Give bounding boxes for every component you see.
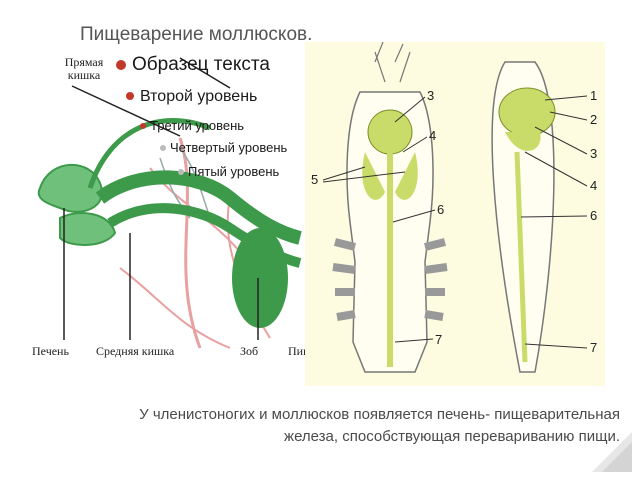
arthropod-illustration (322, 41, 588, 373)
label-rectum: Прямая кишка (64, 55, 104, 82)
page-curl-decoration (592, 432, 632, 472)
label-right-2: 2 (590, 112, 598, 127)
mollusk-digestive-figure: Прямая кишка Печень Средняя кишка Зоб Пи… (30, 48, 330, 378)
bullet-icon (126, 92, 134, 100)
placeholder-level-2[interactable]: Второй уровень (126, 88, 257, 106)
slide-title: Пищеварение моллюсков. (80, 24, 313, 45)
label-right-4: 4 (590, 178, 598, 193)
label-left-3: 3 (427, 88, 435, 103)
label-right-7: 7 (590, 340, 598, 355)
label-left-4: 4 (429, 128, 437, 143)
label-right-1: 1 (590, 88, 598, 103)
placeholder-level-1[interactable]: Образец текста (116, 54, 270, 76)
bullet-icon (178, 169, 184, 175)
bullet-icon (116, 60, 126, 70)
label-liver: Печень (32, 344, 69, 358)
placeholder-level-5[interactable]: Пятый уровень (178, 164, 279, 179)
caption-line-2: железа, способствующая перевариванию пищ… (284, 428, 620, 445)
label-left-6: 6 (437, 202, 445, 217)
caption-line-1: У членистоногих и моллюсков появляется п… (139, 406, 620, 423)
placeholder-level-4[interactable]: Четвертый уровень (160, 140, 287, 155)
label-left-5: 5 (311, 172, 319, 187)
slide-caption: У членистоногих и моллюсков появляется п… (30, 404, 620, 448)
label-right-3: 3 (590, 146, 598, 161)
bullet-icon (160, 145, 166, 151)
arthropod-digestive-figure: 3 4 5 6 7 1 2 3 4 6 7 (305, 41, 605, 386)
label-left-7: 7 (435, 332, 443, 347)
label-right-6: 6 (590, 208, 598, 223)
bullet-icon (140, 123, 146, 129)
label-crop: Зоб (240, 344, 259, 358)
mollusk-illustration (37, 57, 302, 349)
placeholder-level-3[interactable]: Третий уровень (140, 118, 244, 133)
label-midgut: Средняя кишка (96, 344, 175, 358)
text-placeholder[interactable]: Образец текста Второй уровень Третий уро… (112, 54, 312, 194)
